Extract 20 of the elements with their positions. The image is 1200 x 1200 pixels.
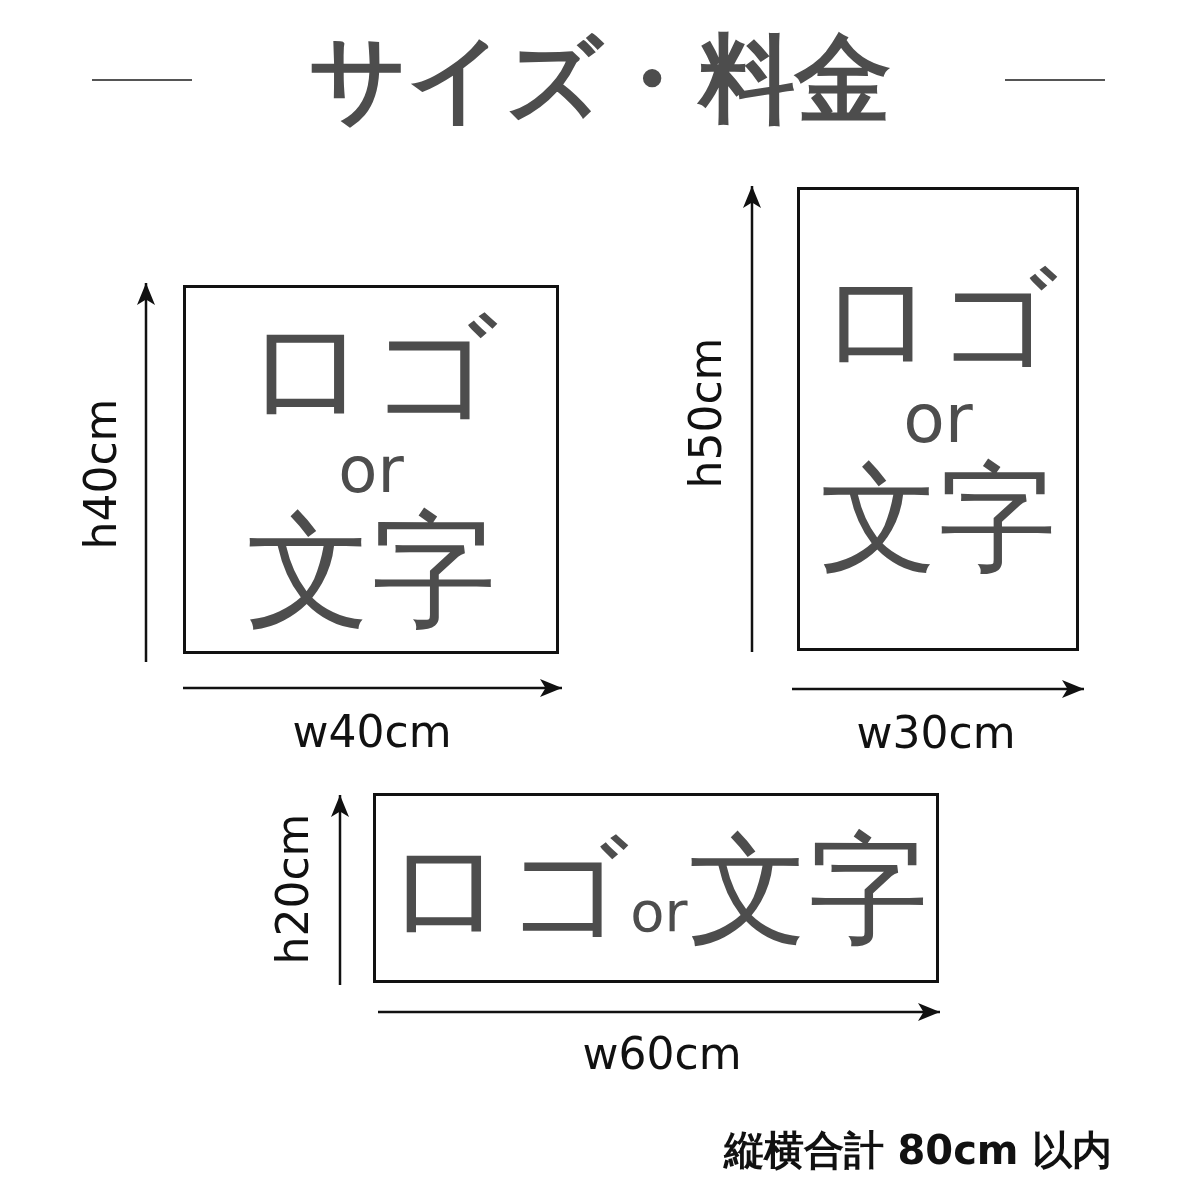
connector-word: or — [630, 884, 688, 940]
sign-text: ロゴ — [384, 830, 631, 950]
dimension-label: w30cm — [856, 711, 1016, 755]
sign-text: 文字 — [820, 459, 1056, 577]
title: サイズ・料金 — [309, 23, 891, 135]
note: 縦横合計 80cm 以内 — [723, 1130, 1113, 1170]
sign-text: ロゴ — [243, 306, 499, 432]
connector-word: or — [903, 385, 973, 453]
sign-text: 文字 — [687, 830, 928, 950]
sign-box — [183, 285, 559, 654]
dimension-label: h20cm — [271, 813, 315, 965]
dimension-label: h40cm — [79, 398, 123, 550]
dimension-label: h50cm — [684, 337, 728, 489]
connector-word: or — [338, 437, 404, 502]
dimension-label: w40cm — [292, 710, 452, 754]
sign-text: ロゴ — [817, 261, 1059, 379]
sign-text: 文字 — [246, 507, 496, 633]
sign-box — [797, 187, 1079, 651]
sign-box — [373, 793, 939, 983]
dimension-label: w60cm — [582, 1032, 742, 1076]
